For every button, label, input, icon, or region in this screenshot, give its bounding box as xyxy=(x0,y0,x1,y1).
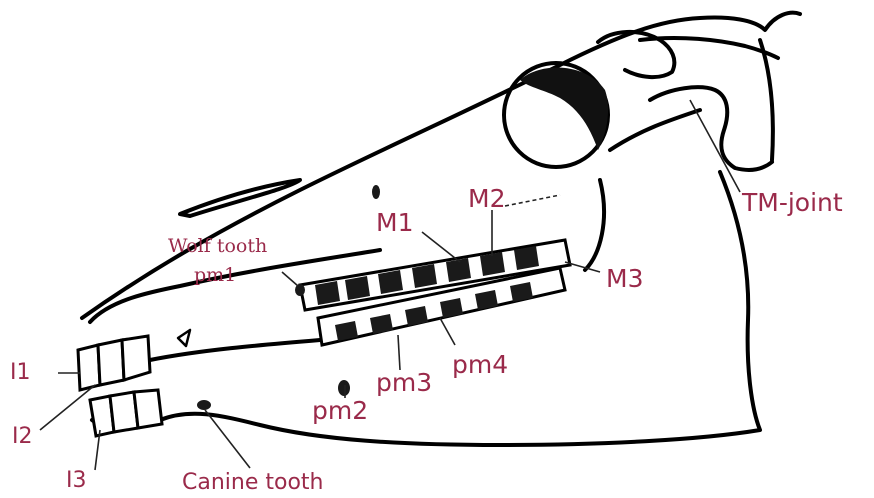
label-m3: M3 xyxy=(606,266,643,291)
label-canine-tooth: Canine tooth xyxy=(182,472,324,494)
label-pm2: pm2 xyxy=(312,398,368,423)
label-i1: I1 xyxy=(10,362,31,384)
foramen xyxy=(372,185,380,199)
pm2-spot xyxy=(338,380,350,396)
mental-notch xyxy=(178,330,190,346)
posterior-process xyxy=(760,40,773,160)
label-i3: I3 xyxy=(66,470,87,492)
mandible-body-upper xyxy=(150,340,320,360)
label-m1: M1 xyxy=(376,210,413,235)
skull-back-line xyxy=(610,110,700,150)
wolf-tooth xyxy=(295,284,305,296)
label-pm3: pm3 xyxy=(376,370,432,395)
label-tm-joint: TM-joint xyxy=(742,190,843,215)
label-pm1: pm1 xyxy=(194,266,236,285)
mandible-ramus-inner xyxy=(585,180,604,270)
label-i2: I2 xyxy=(12,426,33,448)
label-m2: M2 xyxy=(468,186,505,211)
orbit-shading xyxy=(520,68,608,150)
label-wolf-tooth: Wolf tooth xyxy=(168,237,267,256)
tm-joint-shape xyxy=(650,87,772,170)
label-pm4: pm4 xyxy=(452,352,508,377)
canine-tooth xyxy=(197,400,211,410)
